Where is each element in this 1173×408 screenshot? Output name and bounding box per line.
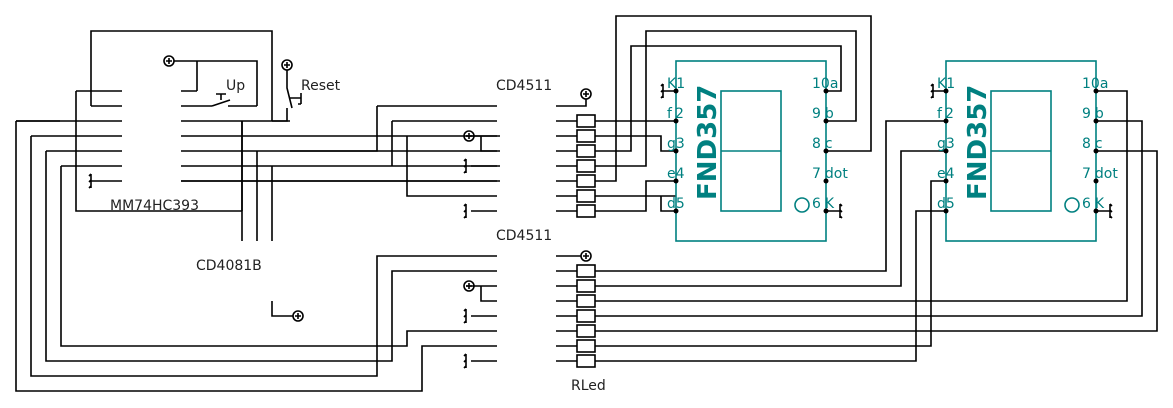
- display-1-pin-5: d5: [667, 196, 685, 212]
- reset-button-label: Reset: [301, 78, 341, 94]
- display-2-pin-4: e4: [937, 166, 955, 182]
- up-button-label: Up: [226, 78, 245, 94]
- display-1-pin-4: e4: [667, 166, 685, 182]
- display-2-label: FND357: [963, 85, 993, 200]
- bus-wire: [15, 121, 497, 392]
- and-gate-label: CD4081B: [196, 258, 262, 274]
- reset-button[interactable]: Reset: [272, 59, 341, 122]
- resistor-array-1: [576, 114, 596, 218]
- and-gate-ic: CD4081B: [196, 121, 304, 322]
- bus-wire: [30, 136, 497, 377]
- display-2-pin-1: K1: [937, 76, 955, 92]
- decoder-2: CD4511 RLed: [463, 90, 1158, 394]
- display-2-pin-3: g3: [937, 136, 955, 152]
- display-1-pin-1: K1: [667, 76, 685, 92]
- display-1-pin-3: g3: [667, 136, 685, 152]
- decoder-1: CD4511: [463, 15, 872, 219]
- up-button[interactable]: Up: [163, 55, 258, 107]
- bus-wire: [45, 151, 497, 362]
- display-1-pin-10: 10a: [812, 76, 838, 92]
- display-2-pin-10: 10a: [1082, 76, 1108, 92]
- bus-wire: [60, 166, 497, 347]
- resistor-array-2: [576, 264, 596, 368]
- display-2-pin-5: d5: [937, 196, 955, 212]
- resistor-label: RLed: [571, 378, 606, 394]
- counter-label: MM74HC393: [110, 198, 199, 214]
- display-1-label: FND357: [693, 85, 723, 200]
- decoder-1-label: CD4511: [496, 78, 552, 94]
- bus-wire: [181, 105, 497, 197]
- counter-ic: MM74HC393: [16, 30, 500, 214]
- decoder-2-label: CD4511: [496, 228, 552, 244]
